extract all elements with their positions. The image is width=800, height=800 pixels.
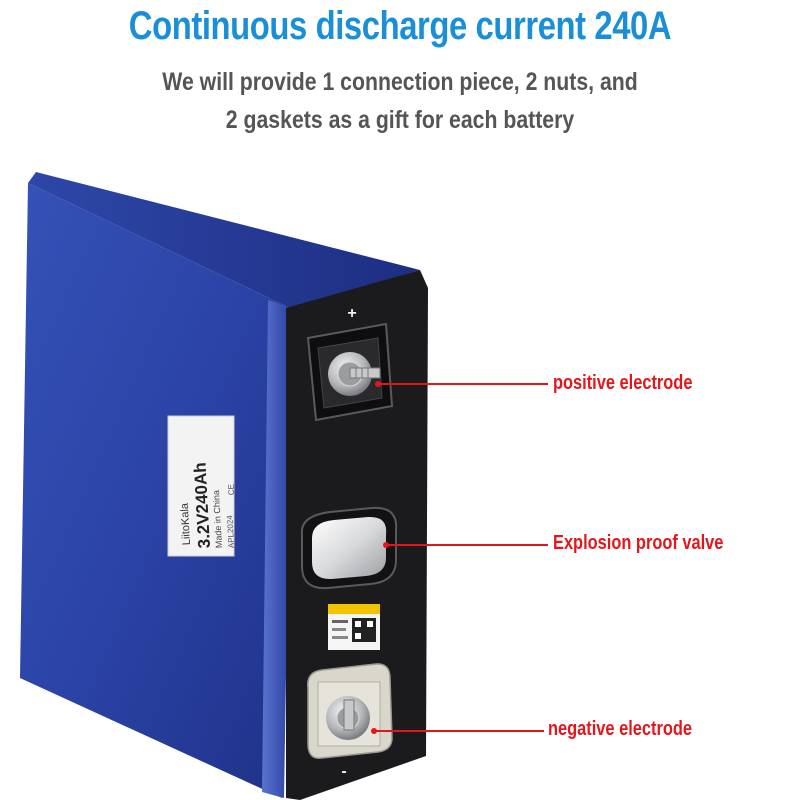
callout-explosion-proof-valve: Explosion proof valve <box>553 532 724 554</box>
negative-terminal <box>307 663 393 759</box>
label-ce: CE <box>226 484 236 496</box>
battery-edge-highlight <box>262 300 292 798</box>
label-code: APL2024 <box>225 514 236 548</box>
minus-mark: - <box>341 763 346 780</box>
label-spec: 3.2V240Ah <box>191 462 214 549</box>
positive-terminal <box>306 322 394 422</box>
battery-top-face <box>28 172 420 308</box>
subtitle-line-1: We will provide 1 connection piece, 2 nu… <box>162 68 638 96</box>
plus-mark: + <box>347 305 356 322</box>
headline: Continuous discharge current 240A <box>128 4 672 48</box>
callout-negative-electrode: negative electrode <box>548 718 693 740</box>
battery-side-face <box>20 183 290 798</box>
label-origin: Made in China <box>211 490 224 548</box>
qr-sticker <box>328 604 380 650</box>
label-brand: LiitoKala <box>179 502 193 546</box>
callout-positive-electrode: positive electrode <box>553 372 693 394</box>
explosion-proof-valve <box>300 506 398 590</box>
subtitle-line-2: 2 gaskets as a gift for each battery <box>225 106 575 134</box>
product-label <box>167 415 235 557</box>
